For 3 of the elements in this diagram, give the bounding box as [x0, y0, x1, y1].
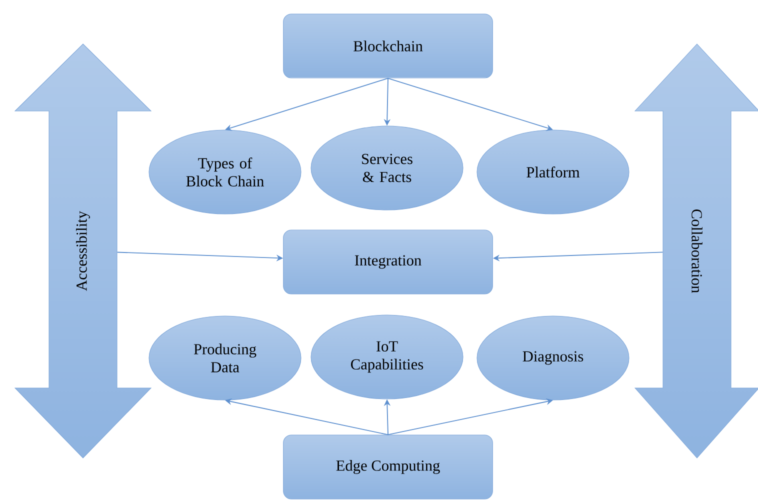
process-box: Blockchain — [283, 14, 493, 78]
process-box: Integration — [283, 230, 493, 294]
process-box: Edge Computing — [283, 434, 493, 500]
